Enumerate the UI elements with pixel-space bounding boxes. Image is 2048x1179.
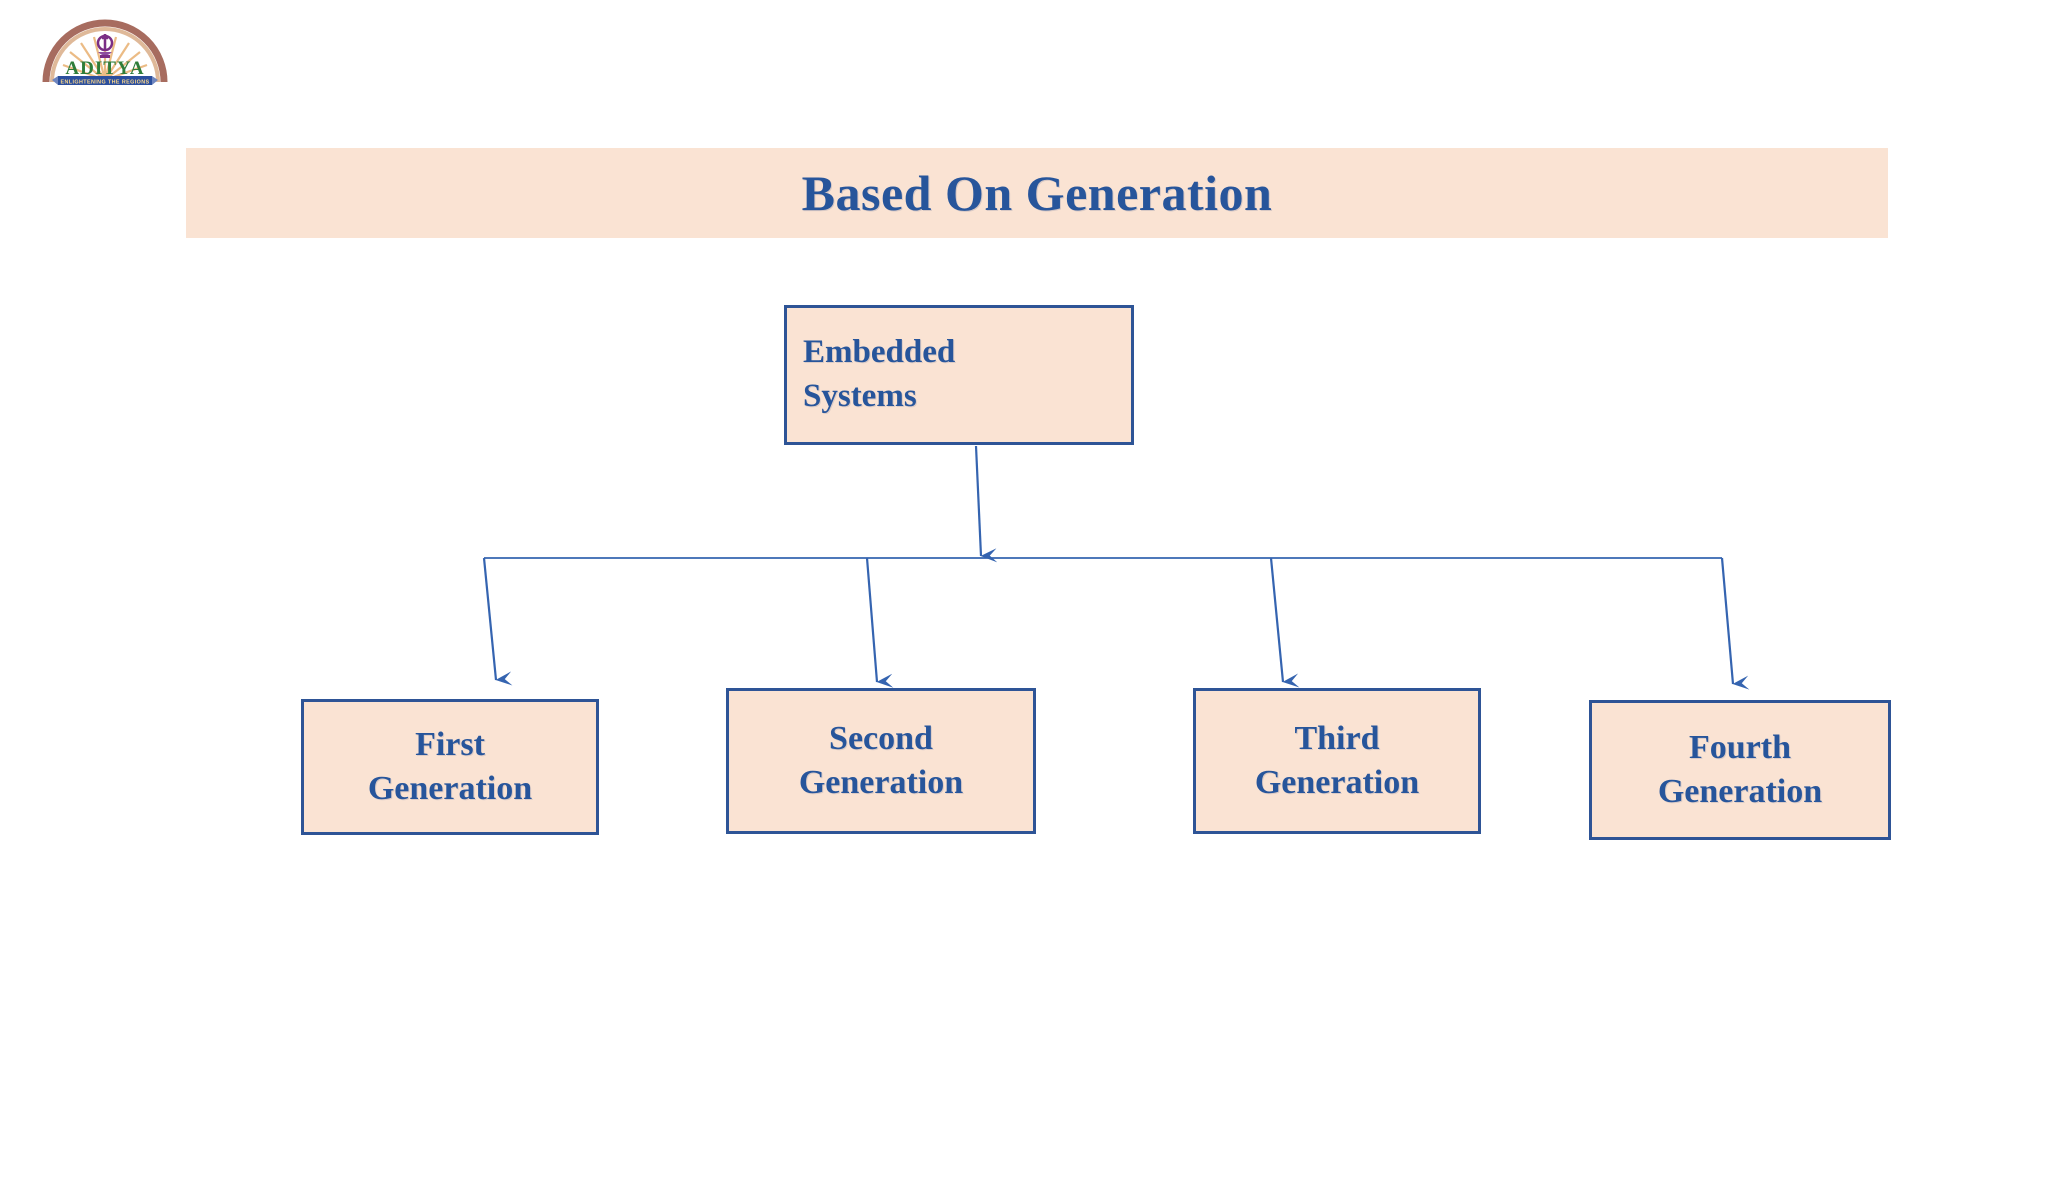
node-fourth-generation[interactable]: Fourth Generation <box>1589 700 1891 840</box>
connector-drop-3 <box>1269 557 1300 688</box>
node-label-line1: Third <box>1294 719 1380 757</box>
node-embedded-systems[interactable]: Embedded Systems <box>784 305 1134 445</box>
node-second-generation[interactable]: Second Generation <box>726 688 1036 834</box>
node-label-line1: Fourth <box>1689 728 1791 766</box>
connector-drop-1 <box>482 557 513 686</box>
page-title: Based On Generation <box>801 165 1273 221</box>
svg-text:ADITYA: ADITYA <box>65 58 144 79</box>
node-label-line1: Embedded <box>803 334 956 371</box>
node-label-line2: Generation <box>1657 773 1823 810</box>
node-label-line2: Generation <box>1254 764 1420 801</box>
node-label-line1: Second <box>829 719 933 757</box>
node-label-line1: First <box>415 725 485 763</box>
node-label-line2: Generation <box>367 770 533 807</box>
connector-root-stem <box>974 445 998 563</box>
node-third-generation[interactable]: Third Generation <box>1193 688 1481 834</box>
node-label-line2: Generation <box>798 764 964 801</box>
connector-drop-4 <box>1720 557 1750 690</box>
connector-drop-2 <box>865 557 894 688</box>
aditya-logo: ADITYA ENLIGHTENING THE REGIONS <box>36 10 174 90</box>
node-first-generation[interactable]: First Generation <box>301 699 599 835</box>
node-label-line2: Systems <box>803 378 917 414</box>
svg-text:ENLIGHTENING THE REGIONS: ENLIGHTENING THE REGIONS <box>61 80 150 86</box>
title-banner: Based On Generation <box>186 148 1888 238</box>
